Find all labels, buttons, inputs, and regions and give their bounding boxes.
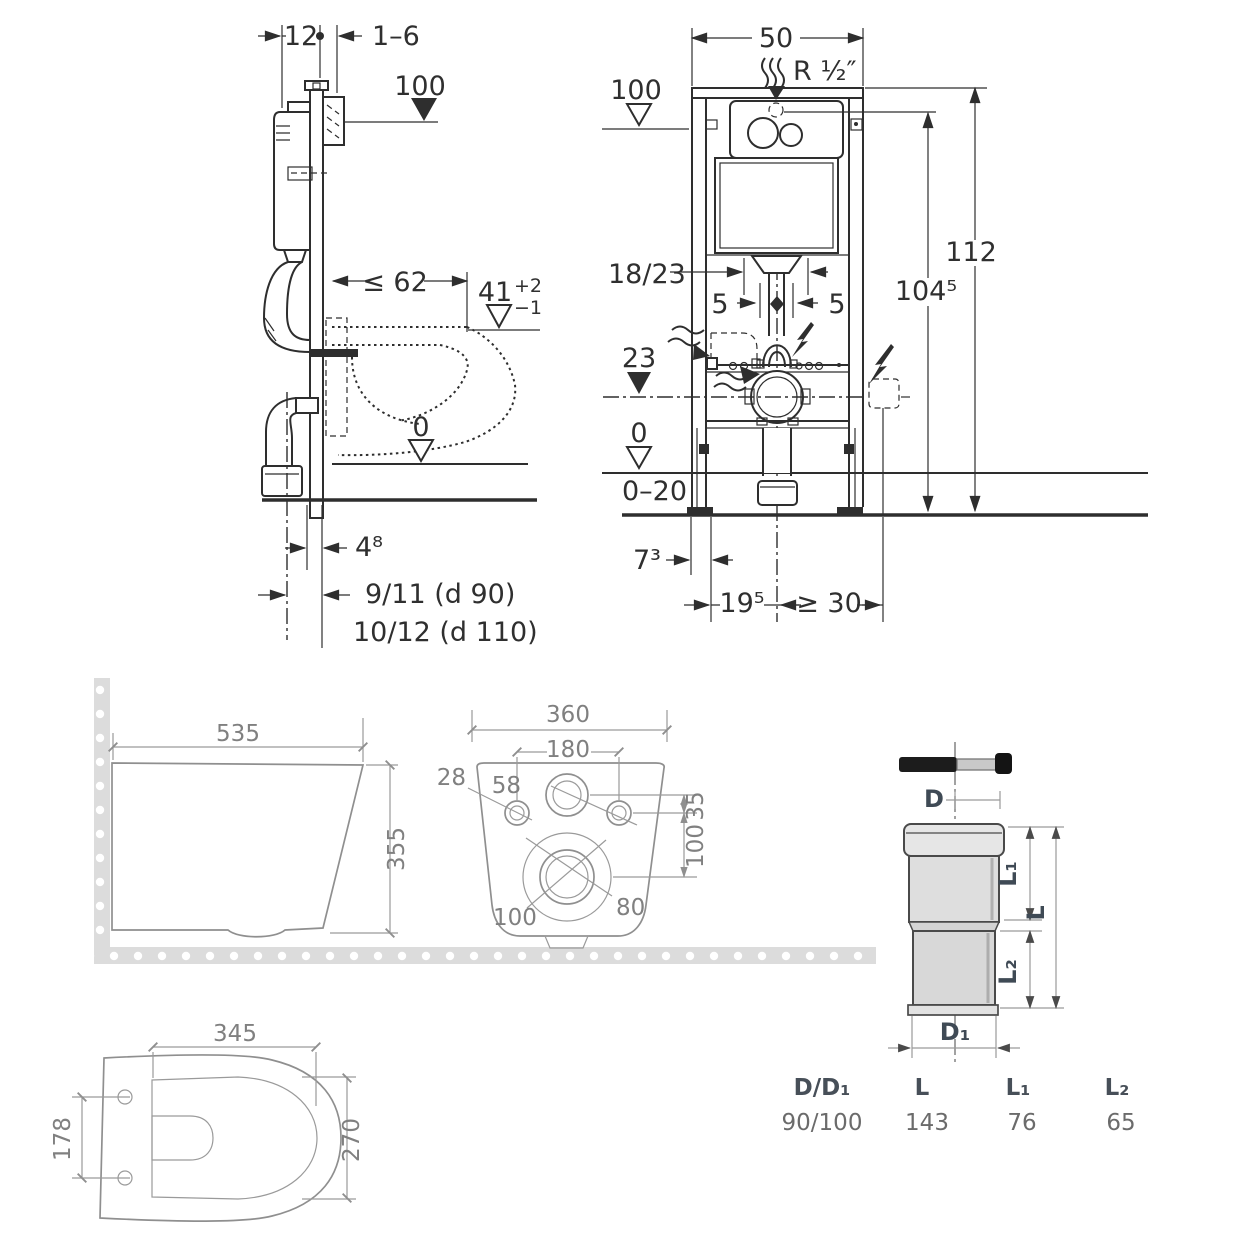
dim-rim-height: 41 <box>478 277 512 308</box>
dim-pipe-wall-gap: 4⁸ <box>355 532 383 563</box>
table-header-l2: L₂ <box>1105 1075 1130 1101</box>
dim-hole-dia: 28 <box>437 765 466 791</box>
dim-rim-tol-plus: +2 <box>514 275 542 297</box>
dim-outlet-height: 23 <box>622 343 656 374</box>
connector-dimension-table: D/D₁ L L₁ L₂ 90/100 143 76 65 <box>782 1075 1136 1136</box>
dim-top-height: 100 <box>610 75 662 106</box>
table-header-d-d1: D/D₁ <box>794 1075 851 1101</box>
dim-seat-width: 270 <box>339 1118 365 1162</box>
label-d1: D₁ <box>940 1018 970 1046</box>
label-l1: L₁ <box>994 861 1022 887</box>
dim-outlet-d110: 10/12 (d 110) <box>353 617 538 648</box>
table-value-l: 143 <box>905 1110 949 1136</box>
seal-bar <box>899 757 957 772</box>
pan-rear-view-drawing: 360 180 28 58 80 100 35 100 <box>437 702 709 949</box>
dim-flush-pipe: 18/23 <box>608 259 686 290</box>
outlet-flange <box>522 832 612 922</box>
dim-outlet-d90: 9/11 (d 90) <box>365 579 515 610</box>
drain-coupling <box>261 465 303 497</box>
pan-top-outline <box>99 1054 342 1222</box>
dim-floor-level: 0 <box>412 412 429 443</box>
flush-button-large <box>747 117 779 149</box>
dim-water-supply: R ½″ <box>793 56 857 87</box>
service-opening <box>714 157 839 254</box>
cistern-cap <box>287 101 311 113</box>
water-inlet-icon <box>667 325 710 360</box>
dim-finish-depth: 1–6 <box>372 21 420 52</box>
flush-bend <box>262 261 311 353</box>
label-d: D <box>924 785 944 813</box>
dim-hole-spacing: 178 <box>50 1117 76 1161</box>
dim-frame-height: 112 <box>945 237 997 268</box>
outlet-coupling <box>757 480 798 506</box>
table-header-l: L <box>915 1075 930 1101</box>
dim-top-height: 100 <box>394 71 446 102</box>
table-header-l1: L₁ <box>1006 1075 1031 1101</box>
pan-fixing-bar <box>310 349 358 357</box>
dim-rim-tol-minus: −1 <box>514 297 542 319</box>
connector-drawing: D L₁ L L₂ D₁ <box>888 742 1064 1062</box>
label-l2: L₂ <box>994 959 1022 985</box>
level-mark-open <box>485 304 513 330</box>
connector-socket <box>903 823 1005 857</box>
connector-upper-body <box>908 855 1000 923</box>
frame-foot-right <box>837 507 863 514</box>
frame-foot-left <box>687 507 713 514</box>
table-value-l1: 76 <box>1007 1110 1036 1136</box>
dim-hole-spacing: 180 <box>546 737 590 763</box>
pan-side-view-drawing: 535 355 <box>108 718 410 938</box>
dim-floor-level: 0 <box>630 418 647 449</box>
frame-side-view-drawing: 12 1–6 100 <box>258 21 542 648</box>
dim-inlet-dia: 58 <box>492 773 521 799</box>
dim-leg-width: 7³ <box>633 545 661 576</box>
electrical-icon <box>869 344 894 384</box>
floor-tile-strip <box>94 947 876 964</box>
dim-pan-width: 360 <box>546 702 590 728</box>
water-flow-icon <box>713 366 760 392</box>
dim-screed-range: 0–20 <box>622 476 687 507</box>
dim-frame-width: 50 <box>759 23 793 54</box>
dim-inlet-offset: 35 <box>683 791 709 820</box>
dim-outlet-offset: 100 <box>683 824 709 868</box>
dim-plate-depth: 12 <box>284 21 318 52</box>
flush-plate-panel <box>729 100 844 159</box>
inlet-hole <box>545 773 589 817</box>
dim-seat-length: 345 <box>213 1021 257 1047</box>
connector-lower-body <box>912 930 996 1006</box>
dim-offset-left: 5 <box>711 289 728 320</box>
dim-pan-depth: 535 <box>216 721 260 747</box>
dim-outlet-offset: 19⁵ <box>719 588 764 619</box>
label-l: L <box>1022 905 1050 920</box>
dim-supply-height: 104⁵ <box>895 276 957 307</box>
water-connection-point <box>768 102 784 118</box>
frame-front-view-drawing: 18/23 5 5 <box>602 23 1148 622</box>
actuator-box <box>322 96 345 146</box>
drain-bend <box>265 397 297 466</box>
pan-top-view-drawing: 345 270 178 <box>50 1021 365 1222</box>
wall-tile-strip <box>94 678 110 948</box>
flush-button-small <box>779 123 803 147</box>
dim-pan-height: 355 <box>384 827 410 871</box>
electrical-icon <box>792 322 814 357</box>
dim-offset-right: 5 <box>828 289 845 320</box>
pan-side-outline <box>111 762 365 938</box>
dim-bowl-depth-max: ≤ 62 <box>362 267 428 298</box>
level-mark-filled <box>411 98 437 121</box>
table-value-d-d1: 90/100 <box>782 1110 863 1136</box>
dim-socket-clearance: ≥ 30 <box>796 588 862 619</box>
dim-outlet-dia: 80 <box>616 895 645 921</box>
dim-flush-dia: 100 <box>493 905 537 931</box>
water-supply-icon <box>761 57 785 100</box>
frame-rail <box>309 80 324 519</box>
cistern-tank <box>273 111 311 251</box>
table-value-l2: 65 <box>1106 1110 1135 1136</box>
pan-outline-dashed <box>337 326 517 457</box>
socket-box-dashed <box>868 378 900 409</box>
